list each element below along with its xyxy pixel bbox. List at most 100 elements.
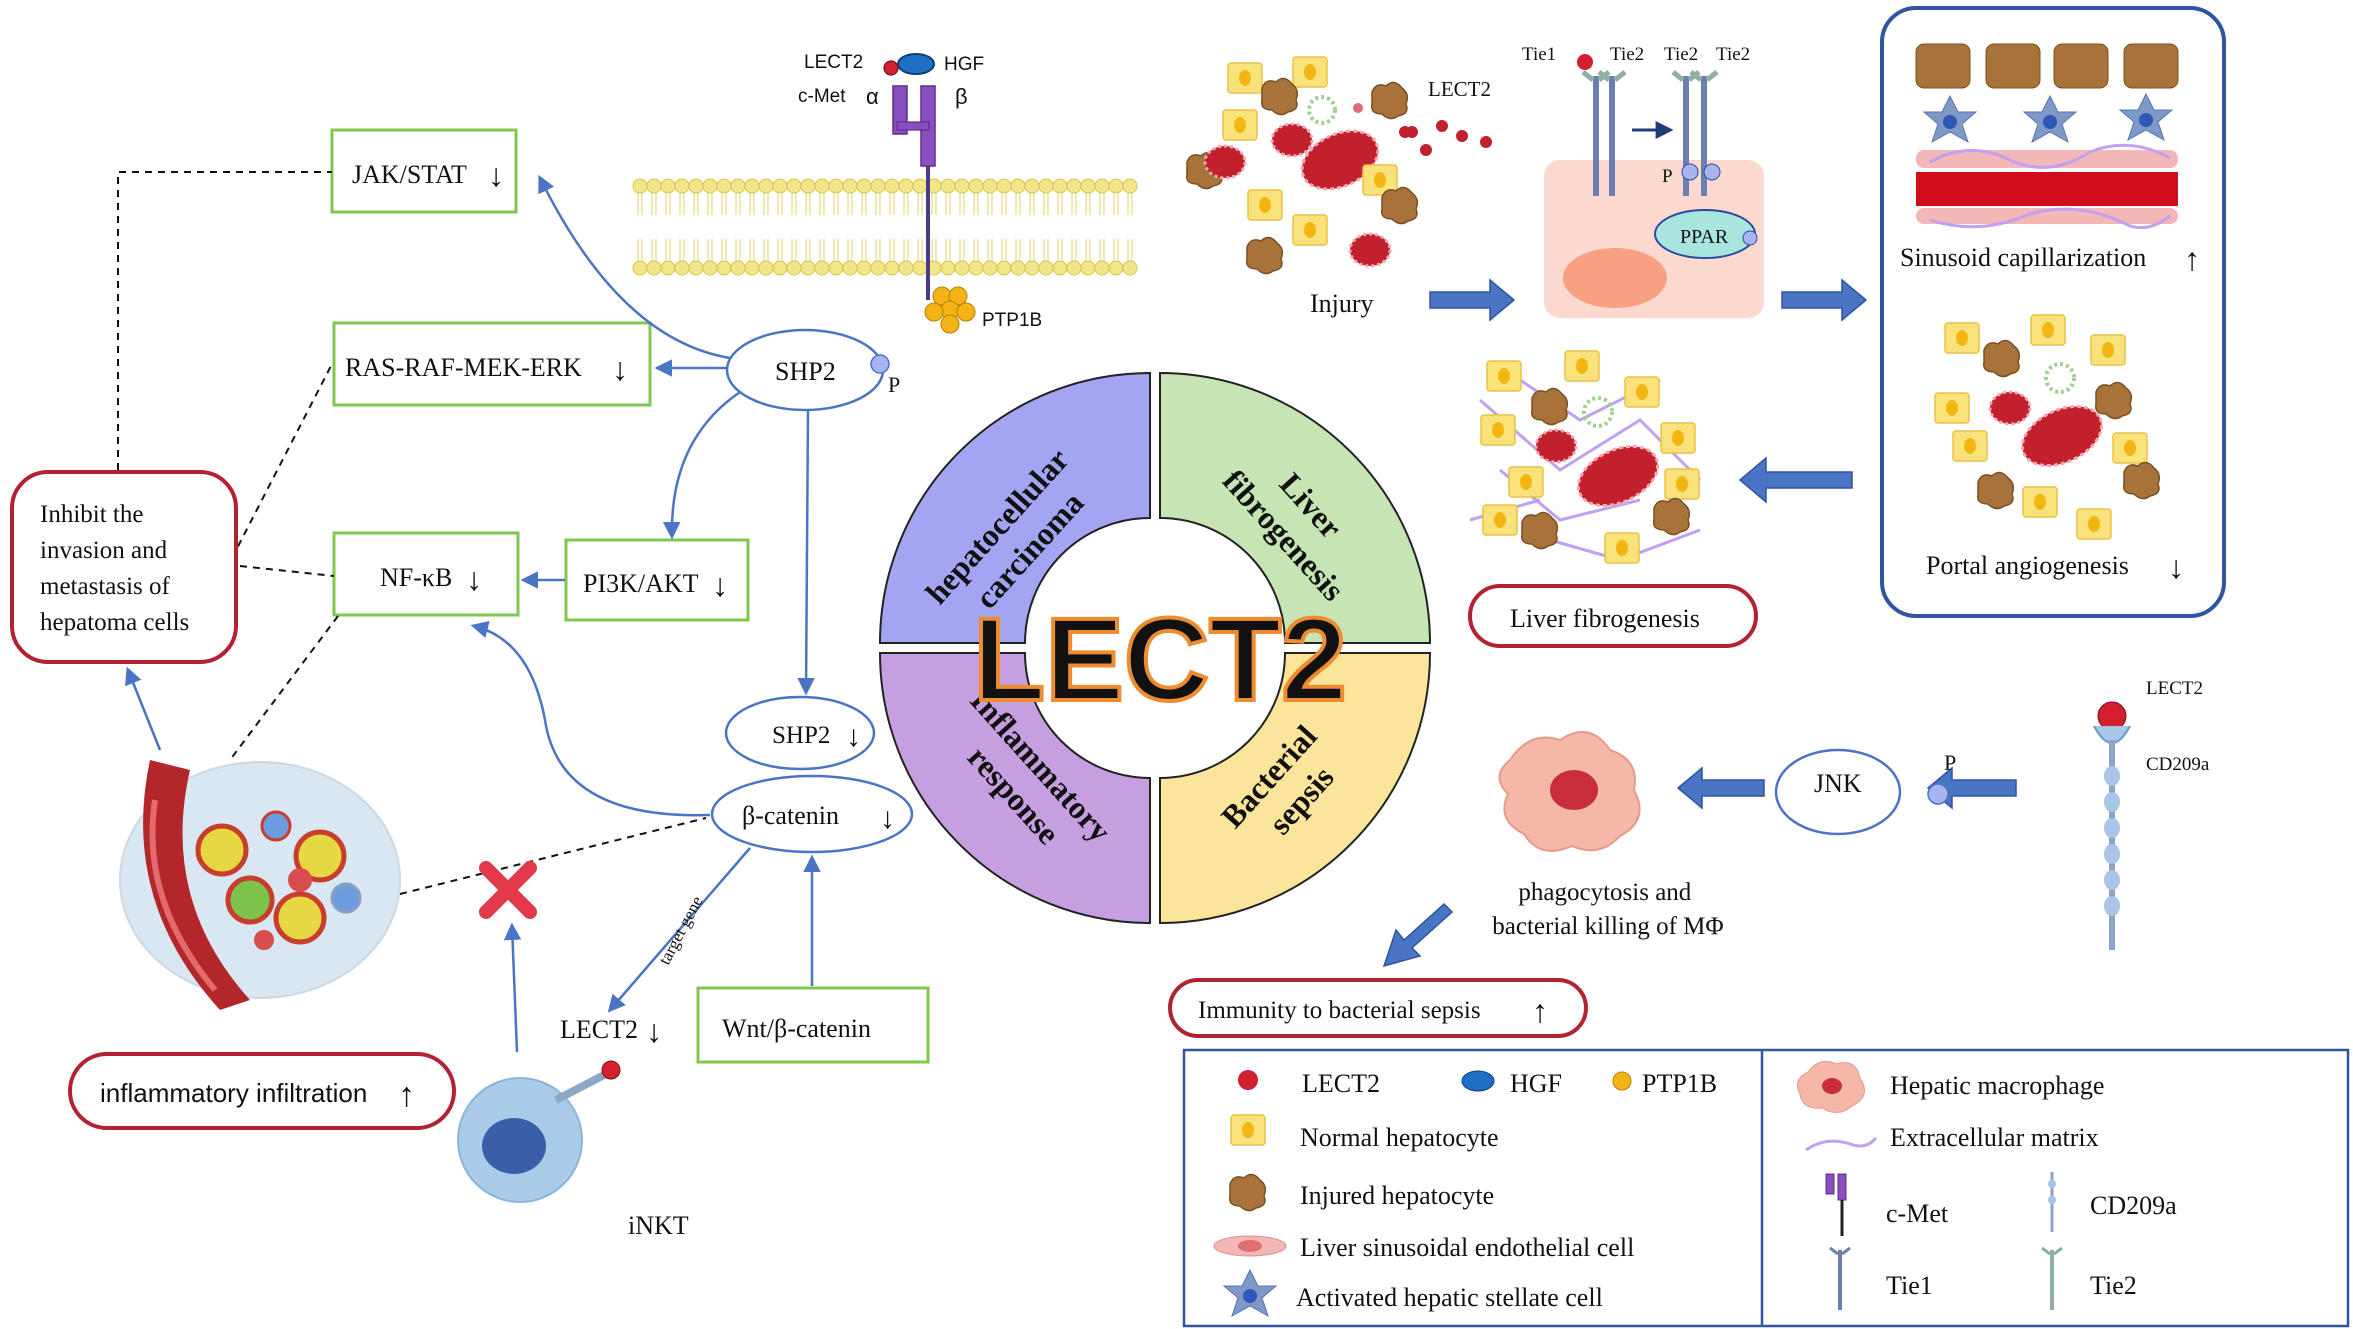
- lipid-head: [982, 260, 998, 276]
- lipid-head: [1024, 178, 1040, 194]
- immunity-box: Immunity to bacterial sepsis ↑: [1168, 978, 1588, 1038]
- lipid-tail: [959, 193, 965, 215]
- lipid-tail: [819, 239, 825, 261]
- lipid-head: [1094, 178, 1110, 194]
- lipid-head: [730, 178, 746, 194]
- lipid-head: [1052, 260, 1068, 276]
- lipid-head: [828, 260, 844, 276]
- lipid-head: [688, 260, 704, 276]
- lipid-head: [982, 178, 998, 194]
- tie1-label: Tie1: [1522, 44, 1556, 65]
- ras-raf-label: RAS-RAF-MEK-ERK: [345, 353, 582, 382]
- hepatoma-tumor-illustration: [119, 760, 401, 1010]
- lipid-tail: [679, 239, 685, 261]
- lipid-tail: [931, 193, 937, 215]
- receptor-hgf-label: HGF: [944, 54, 984, 75]
- legend-cd209a-label: CD209a: [2090, 1191, 2177, 1220]
- lipid-head: [968, 260, 984, 276]
- lipid-head: [716, 178, 732, 194]
- portal-label: Portal angiogenesis: [1926, 551, 2129, 580]
- lipid-head: [660, 178, 676, 194]
- up-arrow-icon: ↑: [1532, 993, 1548, 1029]
- lipid-head: [1122, 178, 1138, 194]
- lipid-head: [1108, 178, 1124, 194]
- lipid-tail: [945, 193, 951, 215]
- lipid-head: [758, 178, 774, 194]
- nfkb-label: NF-κB: [380, 563, 452, 592]
- pi3k-akt-label: PI3K/AKT: [583, 569, 699, 598]
- legend-lsec-label: Liver sinusoidal endothelial cell: [1300, 1233, 1634, 1262]
- legend-injured-hepatocyte-icon: [1228, 1173, 1267, 1212]
- lipid-tail: [917, 193, 923, 215]
- legend-tie1-label: Tie1: [1886, 1271, 1933, 1300]
- lipid-head: [814, 178, 830, 194]
- up-arrow-icon: ↑: [2184, 241, 2200, 277]
- legend-normal-label: Normal hepatocyte: [1300, 1123, 1499, 1152]
- blocked-cross-icon: [479, 861, 537, 919]
- lipid-head: [828, 178, 844, 194]
- ptp1b-cluster: [924, 286, 976, 334]
- lipid-tail: [1085, 239, 1091, 261]
- lipid-head: [632, 260, 648, 276]
- legend-ptp1b-icon: [1612, 1071, 1632, 1091]
- lipid-head: [1080, 178, 1096, 194]
- lipid-head: [856, 260, 872, 276]
- lipid-head: [716, 260, 732, 276]
- jak-stat-box: JAK/STAT ↓: [330, 128, 518, 214]
- lipid-tail: [945, 239, 951, 261]
- lipid-tail: [889, 239, 895, 261]
- lipid-tail: [1057, 239, 1063, 261]
- lect2-wheel: [878, 371, 1432, 925]
- lipid-tail: [805, 193, 811, 215]
- lipid-tail: [1127, 239, 1133, 261]
- lipid-head: [842, 178, 858, 194]
- lipid-tail: [861, 193, 867, 215]
- down-arrow-icon: ↓: [612, 351, 628, 387]
- lipid-head: [1122, 260, 1138, 276]
- lipid-head: [940, 260, 956, 276]
- legend-lect2-icon: [1238, 1070, 1258, 1090]
- lipid-tail: [651, 193, 657, 215]
- shp2-label: SHP2: [775, 357, 836, 386]
- legend-lect2-label: LECT2: [1302, 1069, 1380, 1098]
- receptor-beta-label: β: [955, 84, 968, 109]
- tie2-label-c: Tie2: [1716, 44, 1750, 65]
- lipid-tail: [1113, 193, 1119, 215]
- lipid-tail: [721, 193, 727, 215]
- phagocytosis-line-2: bacterial killing of MΦ: [1492, 913, 1723, 940]
- lipid-tail: [749, 193, 755, 215]
- inhibit-line-1: Inhibit the: [40, 501, 143, 528]
- shp2-down-label: SHP2: [772, 722, 830, 749]
- inhibit-line-3: metastasis of: [40, 573, 171, 600]
- lipid-head: [758, 260, 774, 276]
- lipid-tail: [959, 239, 965, 261]
- endothelial-cell: [1544, 160, 1764, 318]
- shp2-node: SHP2 P: [725, 328, 900, 412]
- tie-phospho-label: P: [1662, 166, 1673, 187]
- legend-tie1-icon: [1829, 1246, 1851, 1310]
- lipid-head: [744, 178, 760, 194]
- lipid-head: [954, 260, 970, 276]
- receptor-lect2-label: LECT2: [804, 52, 863, 73]
- legend-ecm-label: Extracellular matrix: [1890, 1123, 2099, 1152]
- lipid-head: [786, 260, 802, 276]
- fibrosis-lect2-label: LECT2: [1428, 77, 1491, 101]
- beta-catenin-node: β-catenin ↓: [710, 774, 914, 854]
- lipid-tail: [875, 239, 881, 261]
- lipid-head: [912, 260, 928, 276]
- legend: LECT2 HGF PTP1B Normal hepatocyte Injure…: [1182, 1048, 2350, 1328]
- lipid-tail: [1071, 193, 1077, 215]
- lipid-tail: [987, 193, 993, 215]
- lipid-tail: [1001, 193, 1007, 215]
- legend-macrophage-icon: [1796, 1060, 1865, 1113]
- wheel-center-title: LECT2: [973, 594, 1347, 726]
- lipid-head: [646, 260, 662, 276]
- lipid-tail: [833, 193, 839, 215]
- legend-ecm-icon: [1805, 1136, 1878, 1152]
- lipid-tail: [903, 239, 909, 261]
- inflammatory-infiltration-box: inflammatory infiltration ↑: [68, 1052, 456, 1130]
- legend-tie2-icon: [2041, 1246, 2063, 1310]
- lipid-tail: [973, 193, 979, 215]
- lipid-tail: [833, 239, 839, 261]
